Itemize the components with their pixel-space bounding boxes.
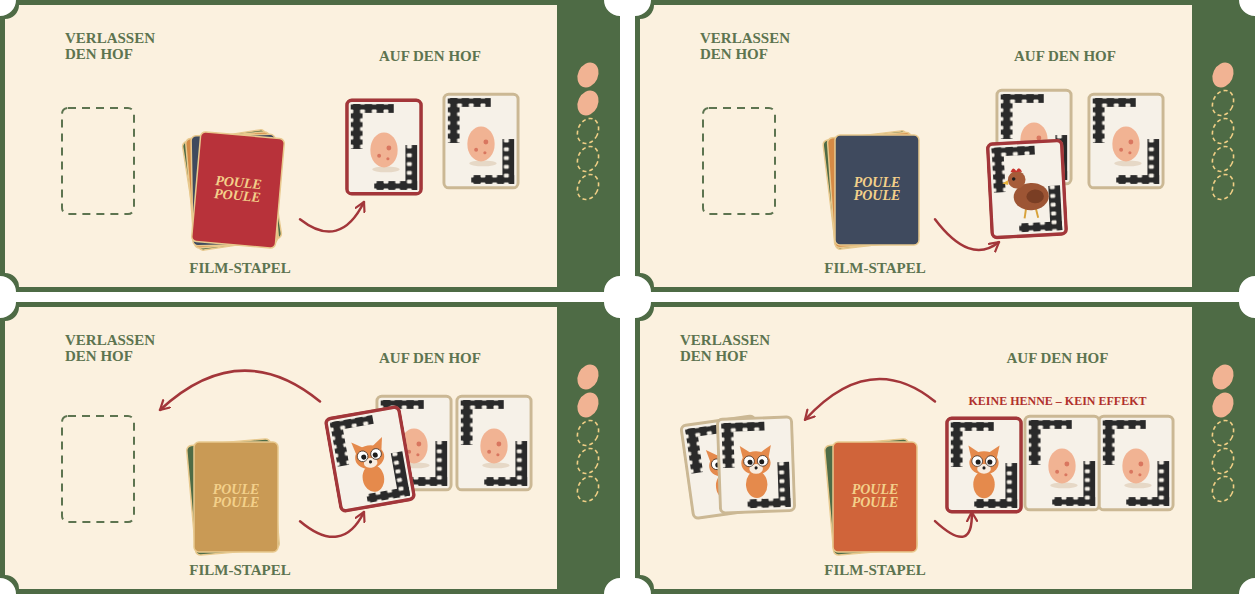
- egg-card: [1099, 416, 1173, 510]
- deck-card: [827, 132, 918, 248]
- discard-slot: [703, 108, 775, 214]
- ticket: [635, 302, 1255, 594]
- highlight: [987, 140, 1066, 237]
- egg-card: [444, 94, 518, 188]
- egg-counter-empty: [1208, 143, 1237, 175]
- fox-card: [947, 418, 1021, 512]
- egg-counter-empty: [1208, 445, 1237, 477]
- deck-card: [824, 439, 917, 556]
- egg-counter: [1208, 389, 1237, 421]
- deck-card: [835, 135, 919, 245]
- egg-counter-empty: [573, 473, 602, 505]
- egg-counter-empty: [573, 445, 602, 477]
- deck-card: [833, 442, 917, 552]
- egg-counter-empty: [1208, 417, 1237, 449]
- deck-caption: FILM-STAPEL: [180, 562, 300, 578]
- egg-counter: [573, 361, 602, 393]
- egg-counter-empty: [573, 417, 602, 449]
- hen-card: [987, 140, 1066, 237]
- farm-area: AUF DEN HOF: [320, 342, 540, 512]
- discard-area: VERLASSEN DEN HOF: [55, 332, 160, 527]
- egg-counter: [1208, 361, 1237, 393]
- egg-card: [457, 396, 531, 490]
- area-heading: VERLASSEN DEN HOF: [65, 30, 165, 62]
- deck-caption: FILM-STAPEL: [815, 562, 935, 578]
- fox-card: [325, 406, 414, 511]
- area-heading: AUF DEN HOF: [955, 48, 1175, 64]
- ticket: [635, 0, 1255, 292]
- fox-card: [717, 417, 794, 513]
- move-arrow: [935, 512, 972, 537]
- farm-area: AUF DEN HOF: [320, 40, 540, 202]
- panel: [0, 0, 620, 292]
- deck-logo: POULE POULE: [208, 483, 264, 509]
- egg-counter: [1208, 59, 1237, 91]
- deck-card: [191, 132, 284, 249]
- discard-area: VERLASSEN DEN HOF: [670, 332, 805, 527]
- egg-card: [1089, 94, 1163, 188]
- move-arrow: [300, 202, 364, 232]
- egg-counter-empty: [1208, 473, 1237, 505]
- egg-counter-empty: [573, 115, 602, 147]
- egg-counter-empty: [1208, 115, 1237, 147]
- area-heading: VERLASSEN DEN HOF: [680, 332, 780, 364]
- move-arrow: [300, 512, 364, 537]
- egg-counter-empty: [573, 171, 602, 203]
- egg-counter: [573, 87, 602, 119]
- highlight: [325, 406, 414, 511]
- egg-card: [1025, 416, 1099, 510]
- panel: [0, 302, 620, 594]
- area-heading: AUF DEN HOF: [320, 350, 540, 366]
- deck-card: [194, 442, 278, 552]
- farm-area: AUF DEN HOF: [955, 40, 1175, 242]
- egg-counter: [573, 59, 602, 91]
- egg-counter: [573, 389, 602, 421]
- deck-logo: POULE POULE: [849, 176, 905, 202]
- egg-counter-empty: [1208, 171, 1237, 203]
- egg-counter-empty: [1208, 87, 1237, 119]
- area-heading: AUF DEN HOF: [935, 350, 1180, 366]
- ticket: [0, 0, 620, 292]
- deck-card: [823, 130, 920, 249]
- discard-area: VERLASSEN DEN HOF: [690, 30, 795, 225]
- deck-caption: FILM-STAPEL: [815, 260, 935, 276]
- area-heading: VERLASSEN DEN HOF: [700, 30, 800, 62]
- panel: [635, 302, 1255, 594]
- deck-card: [186, 439, 279, 556]
- farm-area: AUF DEN HOF KEINE HENNE – KEIN EFFEKT: [935, 342, 1180, 512]
- egg-card: [347, 100, 421, 194]
- highlight: [947, 418, 1021, 512]
- discard-slot: [62, 108, 134, 214]
- panel: [635, 0, 1255, 292]
- discard-slot: [62, 416, 134, 522]
- deck-caption: FILM-STAPEL: [180, 260, 300, 276]
- area-heading: VERLASSEN DEN HOF: [65, 332, 165, 364]
- highlight: [347, 100, 421, 194]
- discard-area: VERLASSEN DEN HOF: [55, 30, 160, 225]
- area-heading: AUF DEN HOF: [320, 48, 540, 64]
- egg-counter-empty: [573, 143, 602, 175]
- move-arrow: [160, 371, 320, 410]
- move-arrow: [805, 379, 935, 420]
- deck-logo: POULE POULE: [847, 483, 903, 509]
- effect-note: KEINE HENNE – KEIN EFFEKT: [935, 394, 1180, 408]
- deck-logo: POULE POULE: [209, 174, 267, 205]
- move-arrow: [935, 219, 999, 250]
- ticket: [0, 302, 620, 594]
